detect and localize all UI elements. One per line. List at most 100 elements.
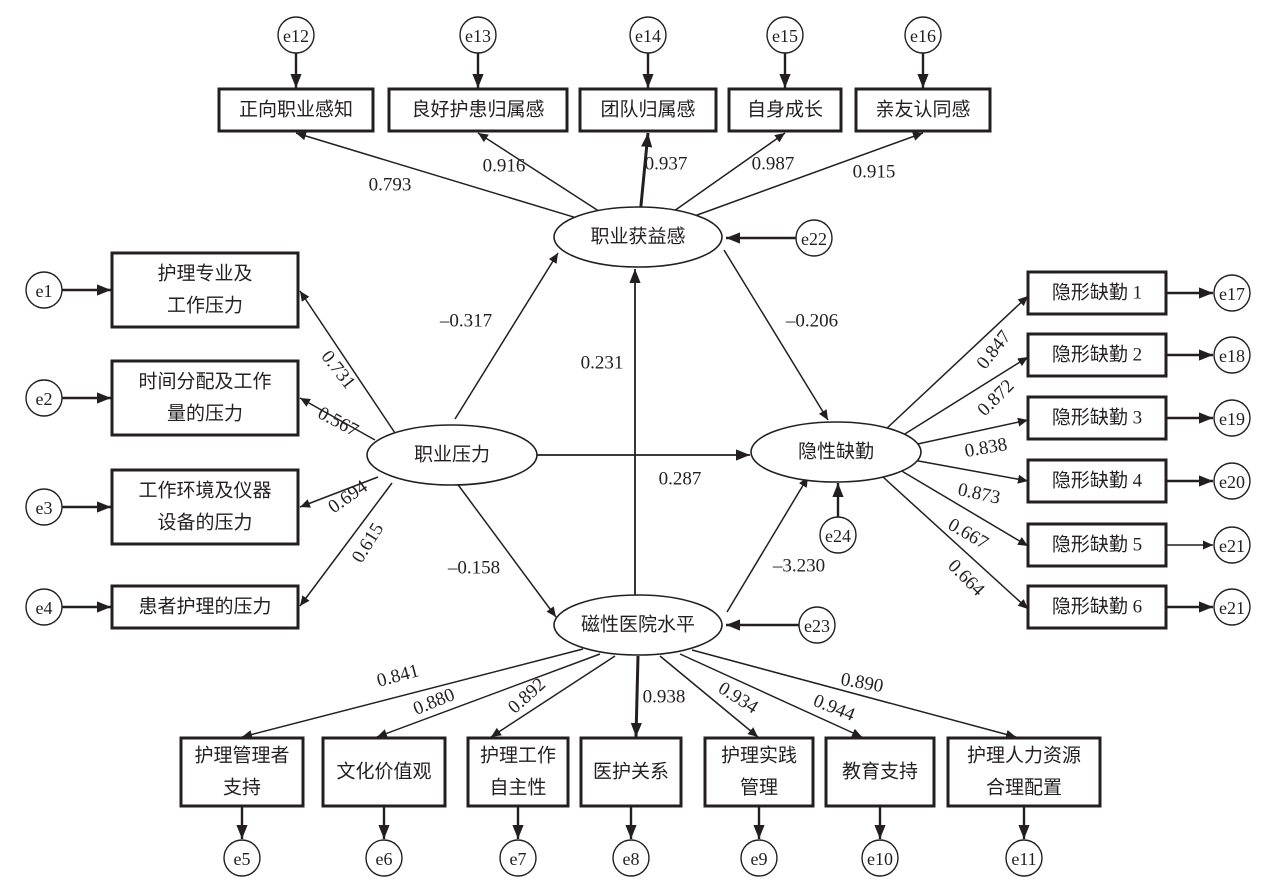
loading-arrow <box>295 131 575 219</box>
loading-arrow <box>299 290 396 434</box>
error-term-e21 <box>1213 588 1251 626</box>
error-term-e21 <box>1213 526 1251 564</box>
error-term-e22 <box>795 219 833 257</box>
indicator-box-presenteeism-3-label: 隐形缺勤 3 <box>1052 407 1142 429</box>
error-term-label: e9 <box>751 849 768 869</box>
path-stress-magnet <box>455 481 557 618</box>
path-coefficient: –0.206 <box>785 311 838 332</box>
error-term-label: e18 <box>1219 346 1245 366</box>
indicator-box-magnet-3 <box>466 736 570 808</box>
indicator-box-magnet-3-label: 自主性 <box>489 777 546 799</box>
error-term-e18 <box>1213 336 1251 374</box>
indicator-box-stress-4 <box>110 584 300 630</box>
loading-arrow <box>679 653 863 738</box>
indicator-box-magnet-2 <box>321 736 447 808</box>
loading-arrow <box>490 655 616 738</box>
indicator-box-magnet-7 <box>946 736 1102 808</box>
loading-value: 0.934 <box>714 678 762 719</box>
error-term-label: e21 <box>1219 598 1245 618</box>
path-coefficient: –3.230 <box>772 556 825 577</box>
loading-value: 0.915 <box>853 162 896 183</box>
indicator-box-magnet-6 <box>824 736 936 808</box>
indicator-box-benefit-4-label: 自身成长 <box>747 99 823 121</box>
error-term-e8 <box>612 839 650 877</box>
loading-value: 0.664 <box>943 555 988 600</box>
loading-arrow <box>884 295 1029 431</box>
loading-arrow <box>659 655 759 738</box>
indicator-box-benefit-3-label: 团队归属感 <box>600 99 695 121</box>
path-magnet-presenteeism <box>726 476 809 613</box>
loading-value: 0.938 <box>643 687 686 708</box>
indicator-box-magnet-1-label: 支持 <box>223 777 261 799</box>
error-term-label: e23 <box>804 616 830 636</box>
indicator-box-magnet-1-label: 护理管理者 <box>194 745 289 767</box>
loading-value: 0.916 <box>483 156 526 177</box>
indicator-box-magnet-5-label: 护理实践 <box>721 745 797 767</box>
loading-value: 0.841 <box>375 660 422 691</box>
error-term-e7 <box>499 839 537 877</box>
indicator-box-benefit-1 <box>217 87 375 133</box>
error-term-label: e22 <box>801 229 827 249</box>
path-benefit-presenteeism <box>723 249 829 421</box>
error-term-label: e2 <box>36 389 53 409</box>
indicator-box-presenteeism-5 <box>1026 522 1168 568</box>
error-term-label: e12 <box>283 26 309 46</box>
loading-value: 0.987 <box>752 154 795 175</box>
indicator-box-magnet-4-label: 医护关系 <box>593 761 669 783</box>
error-term-label: e15 <box>772 26 798 46</box>
error-term-label: e1 <box>36 281 53 301</box>
indicator-box-stress-1-label: 护理专业及 <box>157 263 252 285</box>
error-term-e5 <box>223 839 261 877</box>
error-term-label: e5 <box>234 849 251 869</box>
error-term-label: e19 <box>1219 409 1245 429</box>
indicator-box-magnet-6-label: 教育支持 <box>842 761 918 783</box>
error-term-e14 <box>629 16 667 54</box>
latent-magnet <box>553 594 723 656</box>
indicator-box-magnet-3-label: 护理工作 <box>480 745 556 767</box>
indicator-box-presenteeism-6 <box>1026 584 1168 630</box>
indicator-box-presenteeism-1-label: 隐形缺勤 1 <box>1052 282 1142 304</box>
error-term-e1 <box>25 271 63 309</box>
indicator-box-stress-3 <box>110 468 300 546</box>
loading-value: 0.890 <box>839 669 885 697</box>
error-term-label: e7 <box>510 849 527 869</box>
indicator-box-stress-1 <box>110 251 300 329</box>
error-term-e13 <box>459 16 497 54</box>
loading-arrow <box>376 653 601 738</box>
indicator-box-stress-2 <box>110 359 300 437</box>
loading-arrow <box>477 132 599 212</box>
error-term-label: e14 <box>635 26 661 46</box>
path-coefficient: 0.231 <box>581 353 624 374</box>
indicator-box-presenteeism-4-label: 隐形缺勤 4 <box>1052 470 1143 492</box>
path-coefficient: –0.317 <box>439 311 492 332</box>
error-term-e15 <box>766 16 804 54</box>
indicator-box-presenteeism-6-label: 隐形缺勤 6 <box>1052 596 1142 618</box>
indicator-box-benefit-4 <box>727 87 843 133</box>
error-term-e9 <box>740 839 778 877</box>
loading-arrow <box>695 132 924 217</box>
error-term-label: e21 <box>1219 536 1245 556</box>
error-term-label: e11 <box>1011 849 1036 869</box>
error-term-e17 <box>1213 274 1251 312</box>
loading-value: 0.873 <box>956 479 1002 508</box>
indicator-box-magnet-1 <box>179 736 305 808</box>
indicator-box-benefit-3 <box>578 87 718 133</box>
loading-arrow <box>882 476 1029 610</box>
error-term-e11 <box>1005 839 1043 877</box>
error-term-label: e8 <box>623 849 640 869</box>
indicator-box-stress-4-label: 患者护理的压力 <box>138 596 271 618</box>
loading-arrow <box>639 132 653 208</box>
loading-arrow <box>691 649 1017 739</box>
error-term-label: e3 <box>36 498 53 518</box>
loading-value: 0.793 <box>369 175 412 196</box>
indicator-box-magnet-7-label: 合理配置 <box>986 777 1062 799</box>
indicator-box-magnet-5 <box>703 736 815 808</box>
path-coefficient: –0.158 <box>447 558 500 579</box>
latent-stress-label: 职业压力 <box>414 444 490 466</box>
indicator-box-presenteeism-4 <box>1026 458 1168 504</box>
error-term-label: e17 <box>1219 284 1245 304</box>
path-coefficient: 0.287 <box>659 469 702 490</box>
error-term-e4 <box>25 588 63 626</box>
indicator-box-stress-2-label: 时间分配及工作 <box>138 371 271 393</box>
indicator-box-benefit-2-label: 良好护患归属感 <box>411 99 544 121</box>
